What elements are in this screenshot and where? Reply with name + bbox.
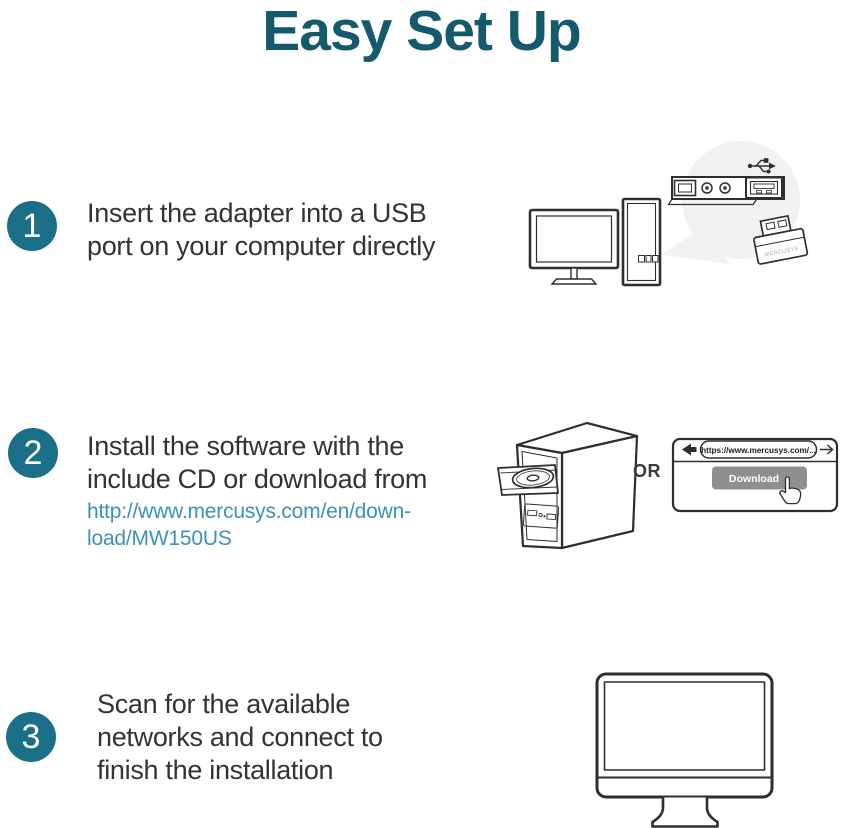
- step-1-text: Insert the adapter into a USB port on yo…: [87, 198, 436, 261]
- download-url-link[interactable]: http://www.mercusys.com/en/down- load/MW…: [87, 500, 411, 550]
- step-3-illustration: [595, 672, 774, 828]
- page-title: Easy Set Up: [262, 0, 581, 63]
- step-1-illustration: MERCUSYS: [528, 141, 809, 287]
- step-2-badge: 2: [8, 428, 58, 478]
- desktop-tower-icon: [621, 197, 662, 287]
- browser-url-text: https://www.mercusys.com/...: [701, 446, 816, 455]
- desktop-monitor-icon: [528, 208, 620, 285]
- browser-back-icon: [682, 443, 697, 456]
- step-3-text: Scan for the available networks and conn…: [97, 689, 383, 785]
- browser-address-bar: [699, 440, 818, 459]
- usb-panel: [667, 176, 785, 206]
- monitor-icon: [595, 672, 774, 828]
- or-label: OR: [633, 461, 661, 481]
- browser-window-icon: https://www.mercusys.com/... Download: [671, 437, 839, 513]
- download-button: [712, 466, 807, 490]
- browser-forward-icon: [820, 444, 834, 455]
- cd-tray: [497, 464, 559, 496]
- tower-with-cd-icon: [497, 421, 639, 550]
- tower-front-panel: [522, 503, 560, 529]
- step-3-badge: 3: [6, 712, 56, 762]
- step-2-number: 2: [23, 433, 43, 472]
- usb-symbol-icon: [747, 158, 776, 174]
- step-1-badge: 1: [7, 201, 57, 251]
- step-2-text: Install the software with the include CD…: [87, 431, 428, 494]
- step-2-illustration: https://www.mercusys.com/... Download: [497, 421, 839, 550]
- download-button-label: Download: [729, 473, 779, 485]
- usb-adapter-icon: MERCUSYS: [753, 214, 809, 265]
- hand-cursor-icon: [779, 476, 802, 505]
- step-1-number: 1: [22, 206, 42, 245]
- step-3-number: 3: [21, 717, 41, 756]
